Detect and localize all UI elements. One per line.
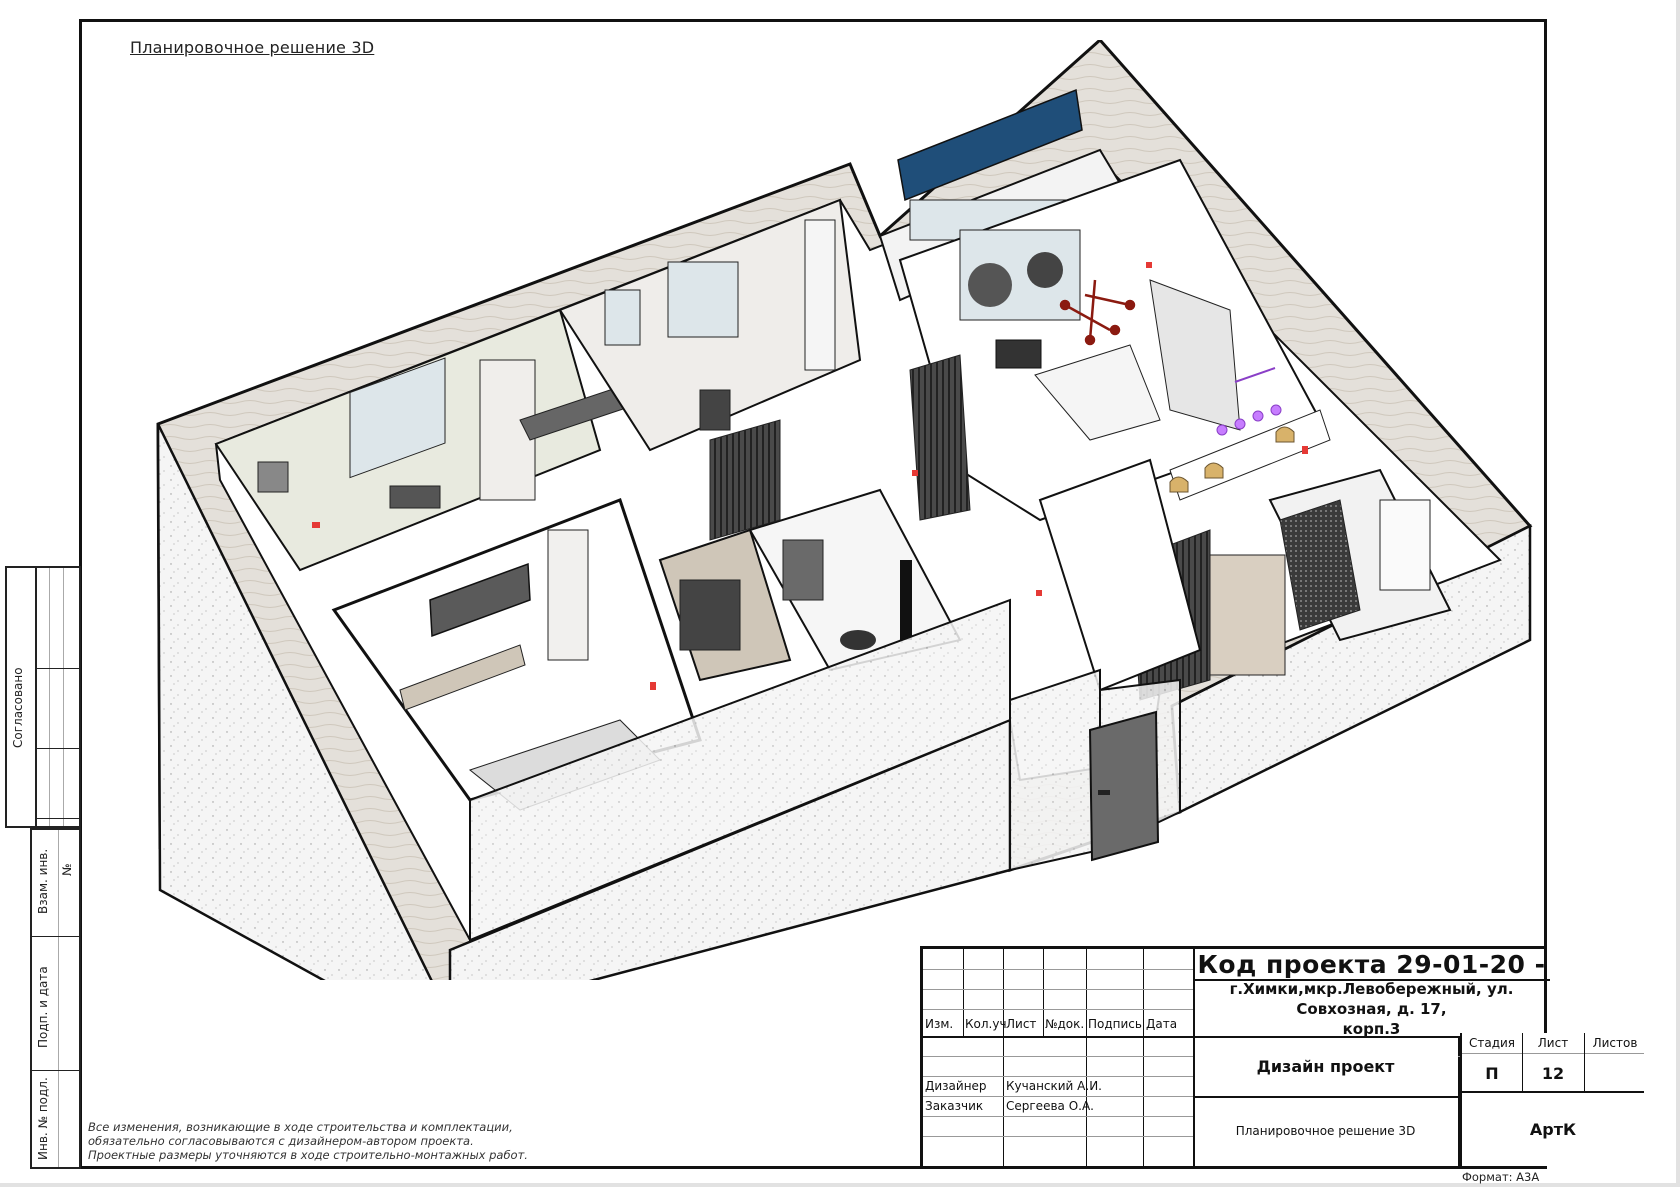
isometric-floor-plan	[156, 40, 1533, 980]
side-stamp-inventory: Взам. инв. № Подп. и дата Инв. № подл.	[30, 828, 81, 1169]
col-header-sheet: Лист	[1006, 1017, 1037, 1031]
project-code: Код проекта 29-01-20 -	[1197, 949, 1546, 979]
pendant-lamp-purple	[1216, 367, 1282, 436]
stage-sheet-table: Стадия Лист Листов П 12	[1460, 1033, 1644, 1093]
wardrobe	[547, 529, 589, 661]
role-client: Заказчик	[925, 1099, 984, 1113]
col-header-change: Изм.	[925, 1017, 954, 1031]
inv-no-orig-label: Инв. № подл.	[36, 1077, 50, 1160]
agreed-label: Согласовано	[11, 667, 25, 748]
room-wardrobe	[658, 528, 792, 682]
room-bedroom-top-middle	[558, 198, 862, 452]
room-bedroom-top-left	[214, 308, 651, 572]
room-living-kitchen	[898, 158, 1331, 522]
entrance-door	[1088, 710, 1160, 862]
address-line-2: корп.3	[1342, 1019, 1401, 1038]
hall-wardrobe	[1209, 554, 1286, 676]
sheets-label: Листов	[1592, 1036, 1638, 1050]
sheet-name: Планировочное решение 3D	[1235, 1124, 1416, 1138]
project-type: Дизайн проект	[1256, 1056, 1395, 1076]
replace-inv-label: Взам. инв.	[36, 848, 50, 914]
room-hallway	[1038, 458, 1286, 692]
title-block: Изм. Кол.уч Лист №док. Подпись Дата Диза…	[920, 946, 1550, 1169]
col-header-doc-no: №док.	[1045, 1017, 1085, 1031]
note-line: Все изменения, возникающие в ходе строит…	[88, 1120, 513, 1134]
tv-stand	[399, 644, 526, 711]
stage-label: Стадия	[1468, 1036, 1516, 1050]
note-line: Проектные размеры уточняются в ходе стро…	[88, 1148, 528, 1162]
sign-date-label: Подп. и дата	[36, 966, 50, 1048]
paper-format: Формат: А3А	[1462, 1170, 1540, 1184]
col-header-count: Кол.уч	[965, 1017, 1007, 1031]
side-stamp-agreed: Согласовано	[5, 566, 81, 828]
col-header-signature: Подпись	[1088, 1017, 1142, 1031]
note-line: обязательно согласовываются с дизайнером…	[88, 1134, 474, 1148]
blue-roman-blind	[897, 88, 1083, 202]
room-shower	[1268, 468, 1452, 642]
socket-markers	[312, 262, 1308, 690]
col-header-date: Дата	[1146, 1017, 1178, 1031]
replace-inv-no-label: №	[60, 863, 74, 876]
general-notes: Все изменения, возникающие в ходе строит…	[88, 1120, 528, 1162]
dining-chairs	[1169, 426, 1295, 493]
project-address: г.Химки,мкр.Левобережный, ул. Совхозная,…	[1193, 979, 1550, 1038]
chandelier-red	[1059, 279, 1136, 346]
sheet-title: Планировочное решение 3D	[130, 38, 375, 57]
address-line-1: г.Химки,мкр.Левобережный, ул. Совхозная,…	[1229, 979, 1514, 1018]
client-name: Сергеева О.А.	[1006, 1099, 1094, 1113]
sheet-label: Лист	[1537, 1036, 1569, 1050]
sofa	[1149, 279, 1241, 431]
tv-panel	[429, 562, 531, 638]
organization: АртК	[1460, 1093, 1644, 1166]
coffee-table	[1034, 344, 1161, 441]
stage-value: П	[1485, 1063, 1499, 1083]
role-designer: Дизайнер	[925, 1079, 987, 1093]
designer-name: Кучанский А.И.	[1006, 1079, 1102, 1093]
sheet-value: 12	[1541, 1063, 1565, 1083]
sheets-value	[1584, 1055, 1646, 1091]
